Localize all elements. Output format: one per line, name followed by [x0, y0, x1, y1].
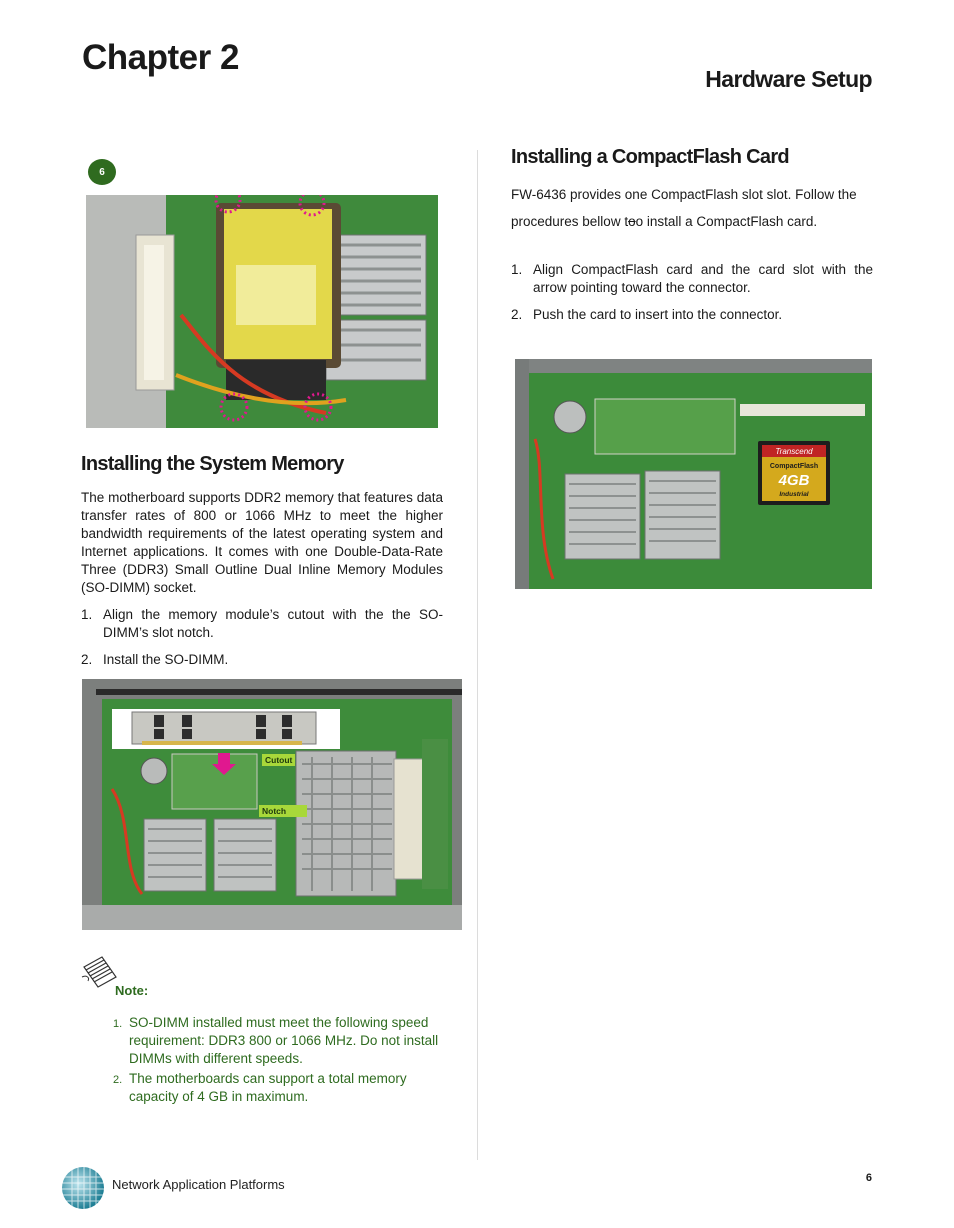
cf-card-brand: Transcend — [775, 447, 813, 456]
cf-card-name: CompactFlash — [770, 463, 818, 470]
memory-heading: Installing the System Memory — [81, 453, 344, 475]
list-item: 2. Install the SO-DIMM. — [81, 652, 229, 667]
column-divider — [477, 150, 478, 1160]
notch-callout: Notch — [259, 805, 307, 817]
list-item: 1. SO-DIMM installed must meet the follo… — [113, 1015, 439, 1066]
note-label: Note: — [115, 983, 149, 998]
section-title: Hardware Setup — [705, 66, 872, 92]
footer-company: Network Application Platforms — [112, 1177, 285, 1192]
memory-steps: 1. Align the memory module’s cutout with… — [81, 606, 443, 678]
list-item: 2. The motherboards can support a total … — [113, 1071, 407, 1104]
cf-heading: Installing a CompactFlash Card — [511, 146, 790, 168]
sodimm-photo-illustration — [82, 679, 462, 930]
cf-card-grade: Industrial — [779, 491, 808, 498]
list-item: 2. Push the card to insert into the conn… — [511, 307, 783, 322]
page-number: 6 — [865, 1172, 872, 1184]
cf-intro: FW-6436 provides one CompactFlash slot s… — [511, 187, 857, 229]
cf-photo-illustration: Transcend CompactFlash 4GB Industrial — [515, 359, 872, 589]
note-list: 1. SO-DIMM installed must meet the follo… — [113, 1014, 443, 1108]
company-logo — [60, 1165, 106, 1216]
cutout-callout: Cutout — [262, 754, 296, 766]
step-badge: 6 — [88, 159, 116, 185]
compactflash-photo: Transcend CompactFlash 4GB Industrial — [515, 359, 872, 589]
list-item: 1. Align the memory module’s cutout with… — [81, 607, 443, 640]
memory-intro: The motherboard supports DDR2 memory tha… — [81, 490, 443, 595]
note-icon — [80, 953, 120, 998]
cf-steps: 1. Align CompactFlash card and the card … — [511, 261, 873, 333]
cf-card-capacity: 4GB — [778, 472, 810, 489]
hdd-install-photo — [86, 195, 438, 428]
chapter-title: Chapter 2 — [82, 38, 239, 77]
sodimm-install-photo: Cutout Notch — [82, 679, 462, 930]
list-item: 1. Align CompactFlash card and the card … — [511, 262, 873, 295]
hdd-photo-illustration — [86, 195, 438, 428]
